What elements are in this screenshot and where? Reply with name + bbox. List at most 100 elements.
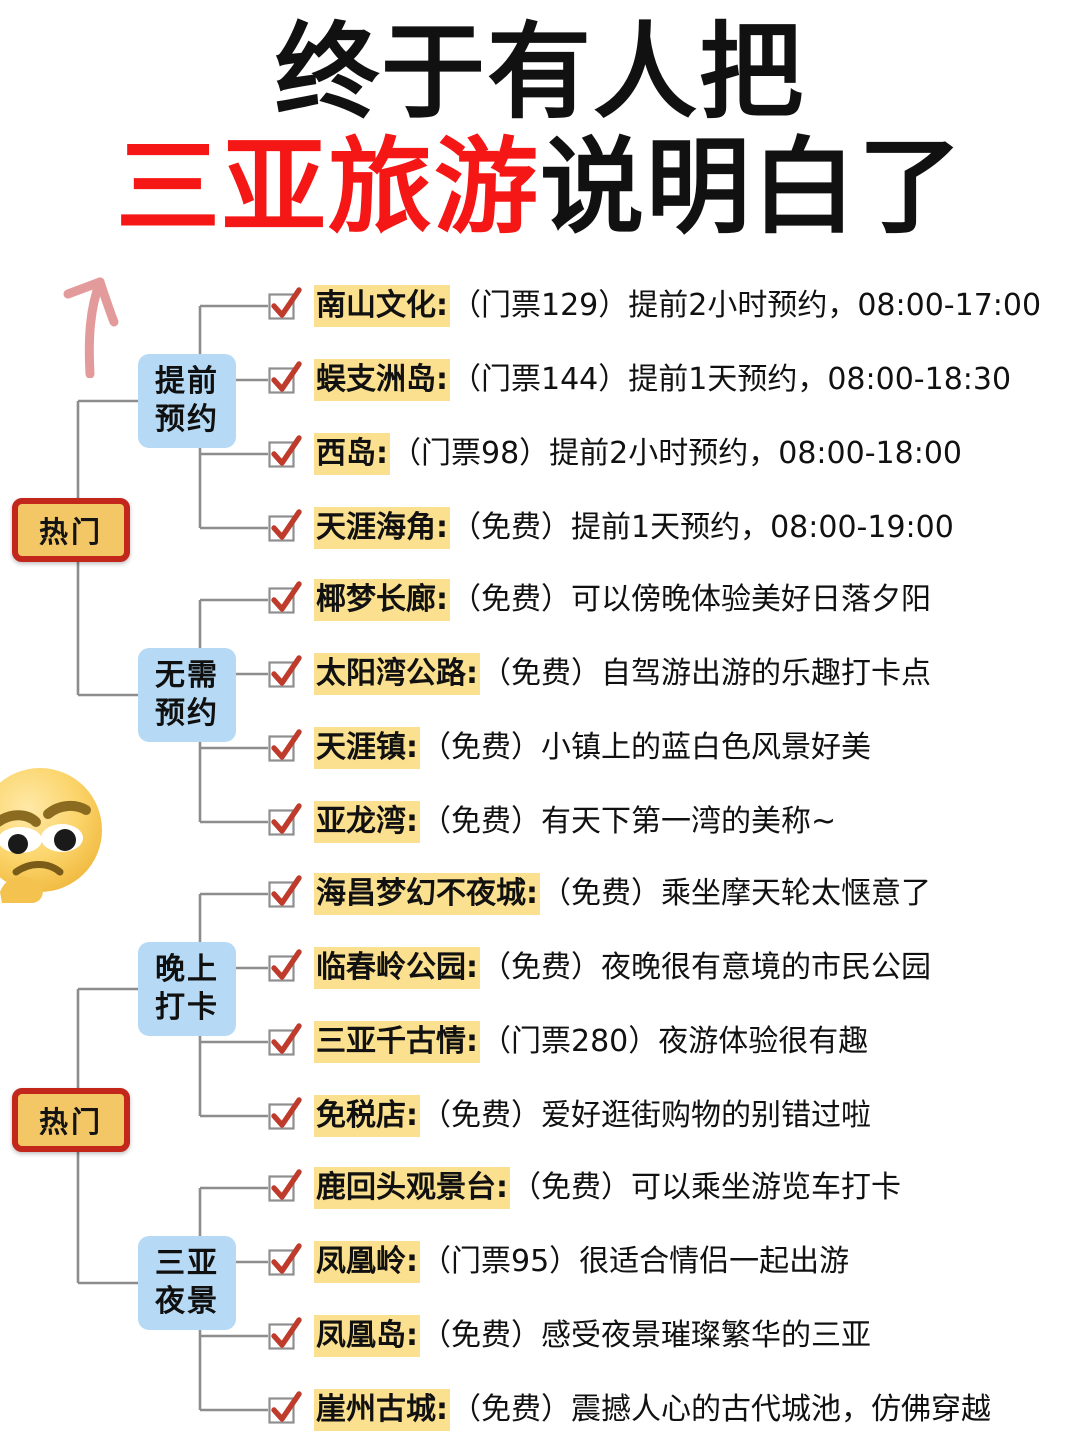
item-text: 鹿回头观景台:（免费）可以乘坐游览车打卡 bbox=[314, 1167, 901, 1209]
item-name-highlight: 天涯海角: bbox=[314, 507, 450, 549]
mindmap-item-row[interactable]: 南山文化:（门票129）提前2小时预约，08:00-17:00 bbox=[268, 283, 1041, 329]
mindmap-item-row[interactable]: 太阳湾公路:（免费）自驾游出游的乐趣打卡点 bbox=[268, 651, 931, 697]
item-description: （免费）夜晚很有意境的市民公园 bbox=[481, 950, 931, 985]
checkbox-checked-icon[interactable] bbox=[268, 803, 302, 838]
mindmap-item-row[interactable]: 三亚千古情:（门票280）夜游体验很有趣 bbox=[268, 1019, 868, 1065]
mindmap-canvas: 热门 热门 提前 预约 无需 预约 晚上 打卡 三亚 夜景 南山文化:（门票12… bbox=[0, 250, 1080, 1440]
item-text: 太阳湾公路:（免费）自驾游出游的乐趣打卡点 bbox=[314, 653, 931, 695]
branch-label-line2: 夜景 bbox=[155, 1283, 219, 1319]
mindmap-item-row[interactable]: 西岛:（门票98）提前2小时预约，08:00-18:00 bbox=[268, 431, 962, 477]
branch-node-sanya-nightview[interactable]: 三亚 夜景 bbox=[138, 1236, 236, 1330]
branch-label-line2: 预约 bbox=[155, 401, 219, 437]
item-text: 临春岭公园:（免费）夜晚很有意境的市民公园 bbox=[314, 947, 931, 989]
item-description: （门票98）提前2小时预约，08:00-18:00 bbox=[391, 436, 962, 471]
title-line-2: 三亚旅游说明白了 bbox=[0, 135, 1080, 239]
branch-label-line1: 晚上 bbox=[155, 952, 219, 987]
mindmap-item-row[interactable]: 亚龙湾:（免费）有天下第一湾的美称~ bbox=[268, 799, 836, 845]
title-line-1: 终于有人把 bbox=[274, 11, 805, 133]
item-text: 天涯海角:（免费）提前1天预约，08:00-19:00 bbox=[314, 507, 954, 549]
checkbox-checked-icon[interactable] bbox=[268, 581, 302, 616]
mindmap-item-row[interactable]: 椰梦长廊:（免费）可以傍晚体验美好日落夕阳 bbox=[268, 577, 931, 623]
item-text: 亚龙湾:（免费）有天下第一湾的美称~ bbox=[314, 801, 837, 843]
item-text: 天涯镇:（免费）小镇上的蓝白色风景好美 bbox=[314, 727, 871, 769]
item-description: （免费）小镇上的蓝白色风景好美 bbox=[421, 730, 871, 765]
checkbox-checked-icon[interactable] bbox=[268, 949, 302, 984]
checkbox-checked-icon[interactable] bbox=[268, 1097, 302, 1132]
checkbox-checked-icon[interactable] bbox=[268, 435, 302, 470]
branch-node-night-checkin[interactable]: 晚上 打卡 bbox=[138, 942, 236, 1036]
checkbox-checked-icon[interactable] bbox=[268, 1023, 302, 1058]
item-description: （免费）乘坐摩天轮太惬意了 bbox=[541, 876, 931, 911]
root-node-hot-1[interactable]: 热门 bbox=[12, 498, 130, 562]
title-highlight-text: 三亚旅游 bbox=[115, 126, 540, 248]
checkbox-checked-icon[interactable] bbox=[268, 875, 302, 910]
item-description: （免费）可以乘坐游览车打卡 bbox=[511, 1170, 901, 1205]
mindmap-item-row[interactable]: 蜈支洲岛:（门票144）提前1天预约，08:00-18:30 bbox=[268, 357, 1011, 403]
item-text: 西岛:（门票98）提前2小时预约，08:00-18:00 bbox=[314, 433, 962, 475]
item-text: 三亚千古情:（门票280）夜游体验很有趣 bbox=[314, 1021, 869, 1063]
item-name-highlight: 西岛: bbox=[314, 433, 390, 475]
item-text: 凤凰岭:（门票95）很适合情侣一起出游 bbox=[314, 1241, 850, 1283]
item-text: 海昌梦幻不夜城:（免费）乘坐摩天轮太惬意了 bbox=[314, 873, 931, 915]
mindmap-item-row[interactable]: 鹿回头观景台:（免费）可以乘坐游览车打卡 bbox=[268, 1165, 901, 1211]
checkbox-checked-icon[interactable] bbox=[268, 1243, 302, 1278]
item-description: （免费）爱好逛街购物的别错过啦 bbox=[421, 1098, 871, 1133]
mindmap-item-row[interactable]: 海昌梦幻不夜城:（免费）乘坐摩天轮太惬意了 bbox=[268, 871, 931, 917]
checkbox-checked-icon[interactable] bbox=[268, 1169, 302, 1204]
checkbox-checked-icon[interactable] bbox=[268, 287, 302, 322]
item-name-highlight: 亚龙湾: bbox=[314, 801, 420, 843]
mindmap-item-row[interactable]: 免税店:（免费）爱好逛街购物的别错过啦 bbox=[268, 1093, 871, 1139]
item-description: （门票280）夜游体验很有趣 bbox=[481, 1024, 869, 1059]
mindmap-item-row[interactable]: 凤凰岛:（免费）感受夜景璀璨繁华的三亚 bbox=[268, 1313, 871, 1359]
item-description: （免费）自驾游出游的乐趣打卡点 bbox=[481, 656, 931, 691]
item-text: 蜈支洲岛:（门票144）提前1天预约，08:00-18:30 bbox=[314, 359, 1012, 401]
item-description: （门票129）提前2小时预约，08:00-17:00 bbox=[451, 288, 1042, 323]
mindmap-item-row[interactable]: 临春岭公园:（免费）夜晚很有意境的市民公园 bbox=[268, 945, 931, 991]
item-name-highlight: 临春岭公园: bbox=[314, 947, 480, 989]
item-name-highlight: 太阳湾公路: bbox=[314, 653, 480, 695]
branch-label-line2: 预约 bbox=[155, 695, 219, 731]
item-name-highlight: 海昌梦幻不夜城: bbox=[314, 873, 540, 915]
item-text: 崖州古城:（免费）震撼人心的古代城池，仿佛穿越 bbox=[314, 1389, 991, 1431]
curved-up-arrow-icon bbox=[63, 277, 119, 378]
item-description: （门票95）很适合情侣一起出游 bbox=[421, 1244, 850, 1279]
item-text: 凤凰岛:（免费）感受夜景璀璨繁华的三亚 bbox=[314, 1315, 871, 1357]
branch-label-line1: 三亚 bbox=[155, 1246, 219, 1281]
item-text: 南山文化:（门票129）提前2小时预约，08:00-17:00 bbox=[314, 285, 1042, 327]
item-text: 免税店:（免费）爱好逛街购物的别错过啦 bbox=[314, 1095, 871, 1137]
thinking-face-emoji bbox=[0, 768, 102, 903]
item-description: （门票144）提前1天预约，08:00-18:30 bbox=[451, 362, 1012, 397]
checkbox-checked-icon[interactable] bbox=[268, 1317, 302, 1352]
branch-node-advance-booking[interactable]: 提前 预约 bbox=[138, 354, 236, 448]
mindmap-item-row[interactable]: 天涯镇:（免费）小镇上的蓝白色风景好美 bbox=[268, 725, 871, 771]
title-tail-text: 说明白了 bbox=[540, 126, 965, 248]
item-text: 椰梦长廊:（免费）可以傍晚体验美好日落夕阳 bbox=[314, 579, 931, 621]
branch-label-line1: 无需 bbox=[155, 658, 219, 693]
item-name-highlight: 蜈支洲岛: bbox=[314, 359, 450, 401]
item-description: （免费）感受夜景璀璨繁华的三亚 bbox=[421, 1318, 871, 1353]
branch-node-no-booking[interactable]: 无需 预约 bbox=[138, 648, 236, 742]
checkbox-checked-icon[interactable] bbox=[268, 655, 302, 690]
item-name-highlight: 南山文化: bbox=[314, 285, 450, 327]
item-name-highlight: 椰梦长廊: bbox=[314, 579, 450, 621]
item-description: （免费）有天下第一湾的美称~ bbox=[421, 804, 837, 839]
checkbox-checked-icon[interactable] bbox=[268, 361, 302, 396]
item-name-highlight: 三亚千古情: bbox=[314, 1021, 480, 1063]
checkbox-checked-icon[interactable] bbox=[268, 1391, 302, 1426]
branch-label-line2: 打卡 bbox=[155, 989, 219, 1025]
item-description: （免费）可以傍晚体验美好日落夕阳 bbox=[451, 582, 931, 617]
item-name-highlight: 鹿回头观景台: bbox=[314, 1167, 510, 1209]
mindmap-item-row[interactable]: 崖州古城:（免费）震撼人心的古代城池，仿佛穿越 bbox=[268, 1387, 991, 1433]
page-title: 终于有人把 三亚旅游说明白了 bbox=[0, 0, 1080, 250]
branch-label-line1: 提前 bbox=[155, 364, 219, 399]
item-name-highlight: 崖州古城: bbox=[314, 1389, 450, 1431]
root-node-hot-2[interactable]: 热门 bbox=[12, 1088, 130, 1152]
checkbox-checked-icon[interactable] bbox=[268, 729, 302, 764]
mindmap-item-row[interactable]: 天涯海角:（免费）提前1天预约，08:00-19:00 bbox=[268, 505, 954, 551]
item-description: （免费）震撼人心的古代城池，仿佛穿越 bbox=[451, 1392, 991, 1427]
mindmap-item-row[interactable]: 凤凰岭:（门票95）很适合情侣一起出游 bbox=[268, 1239, 849, 1285]
checkbox-checked-icon[interactable] bbox=[268, 509, 302, 544]
item-description: （免费）提前1天预约，08:00-19:00 bbox=[451, 510, 954, 545]
item-name-highlight: 凤凰岭: bbox=[314, 1241, 420, 1283]
item-name-highlight: 凤凰岛: bbox=[314, 1315, 420, 1357]
